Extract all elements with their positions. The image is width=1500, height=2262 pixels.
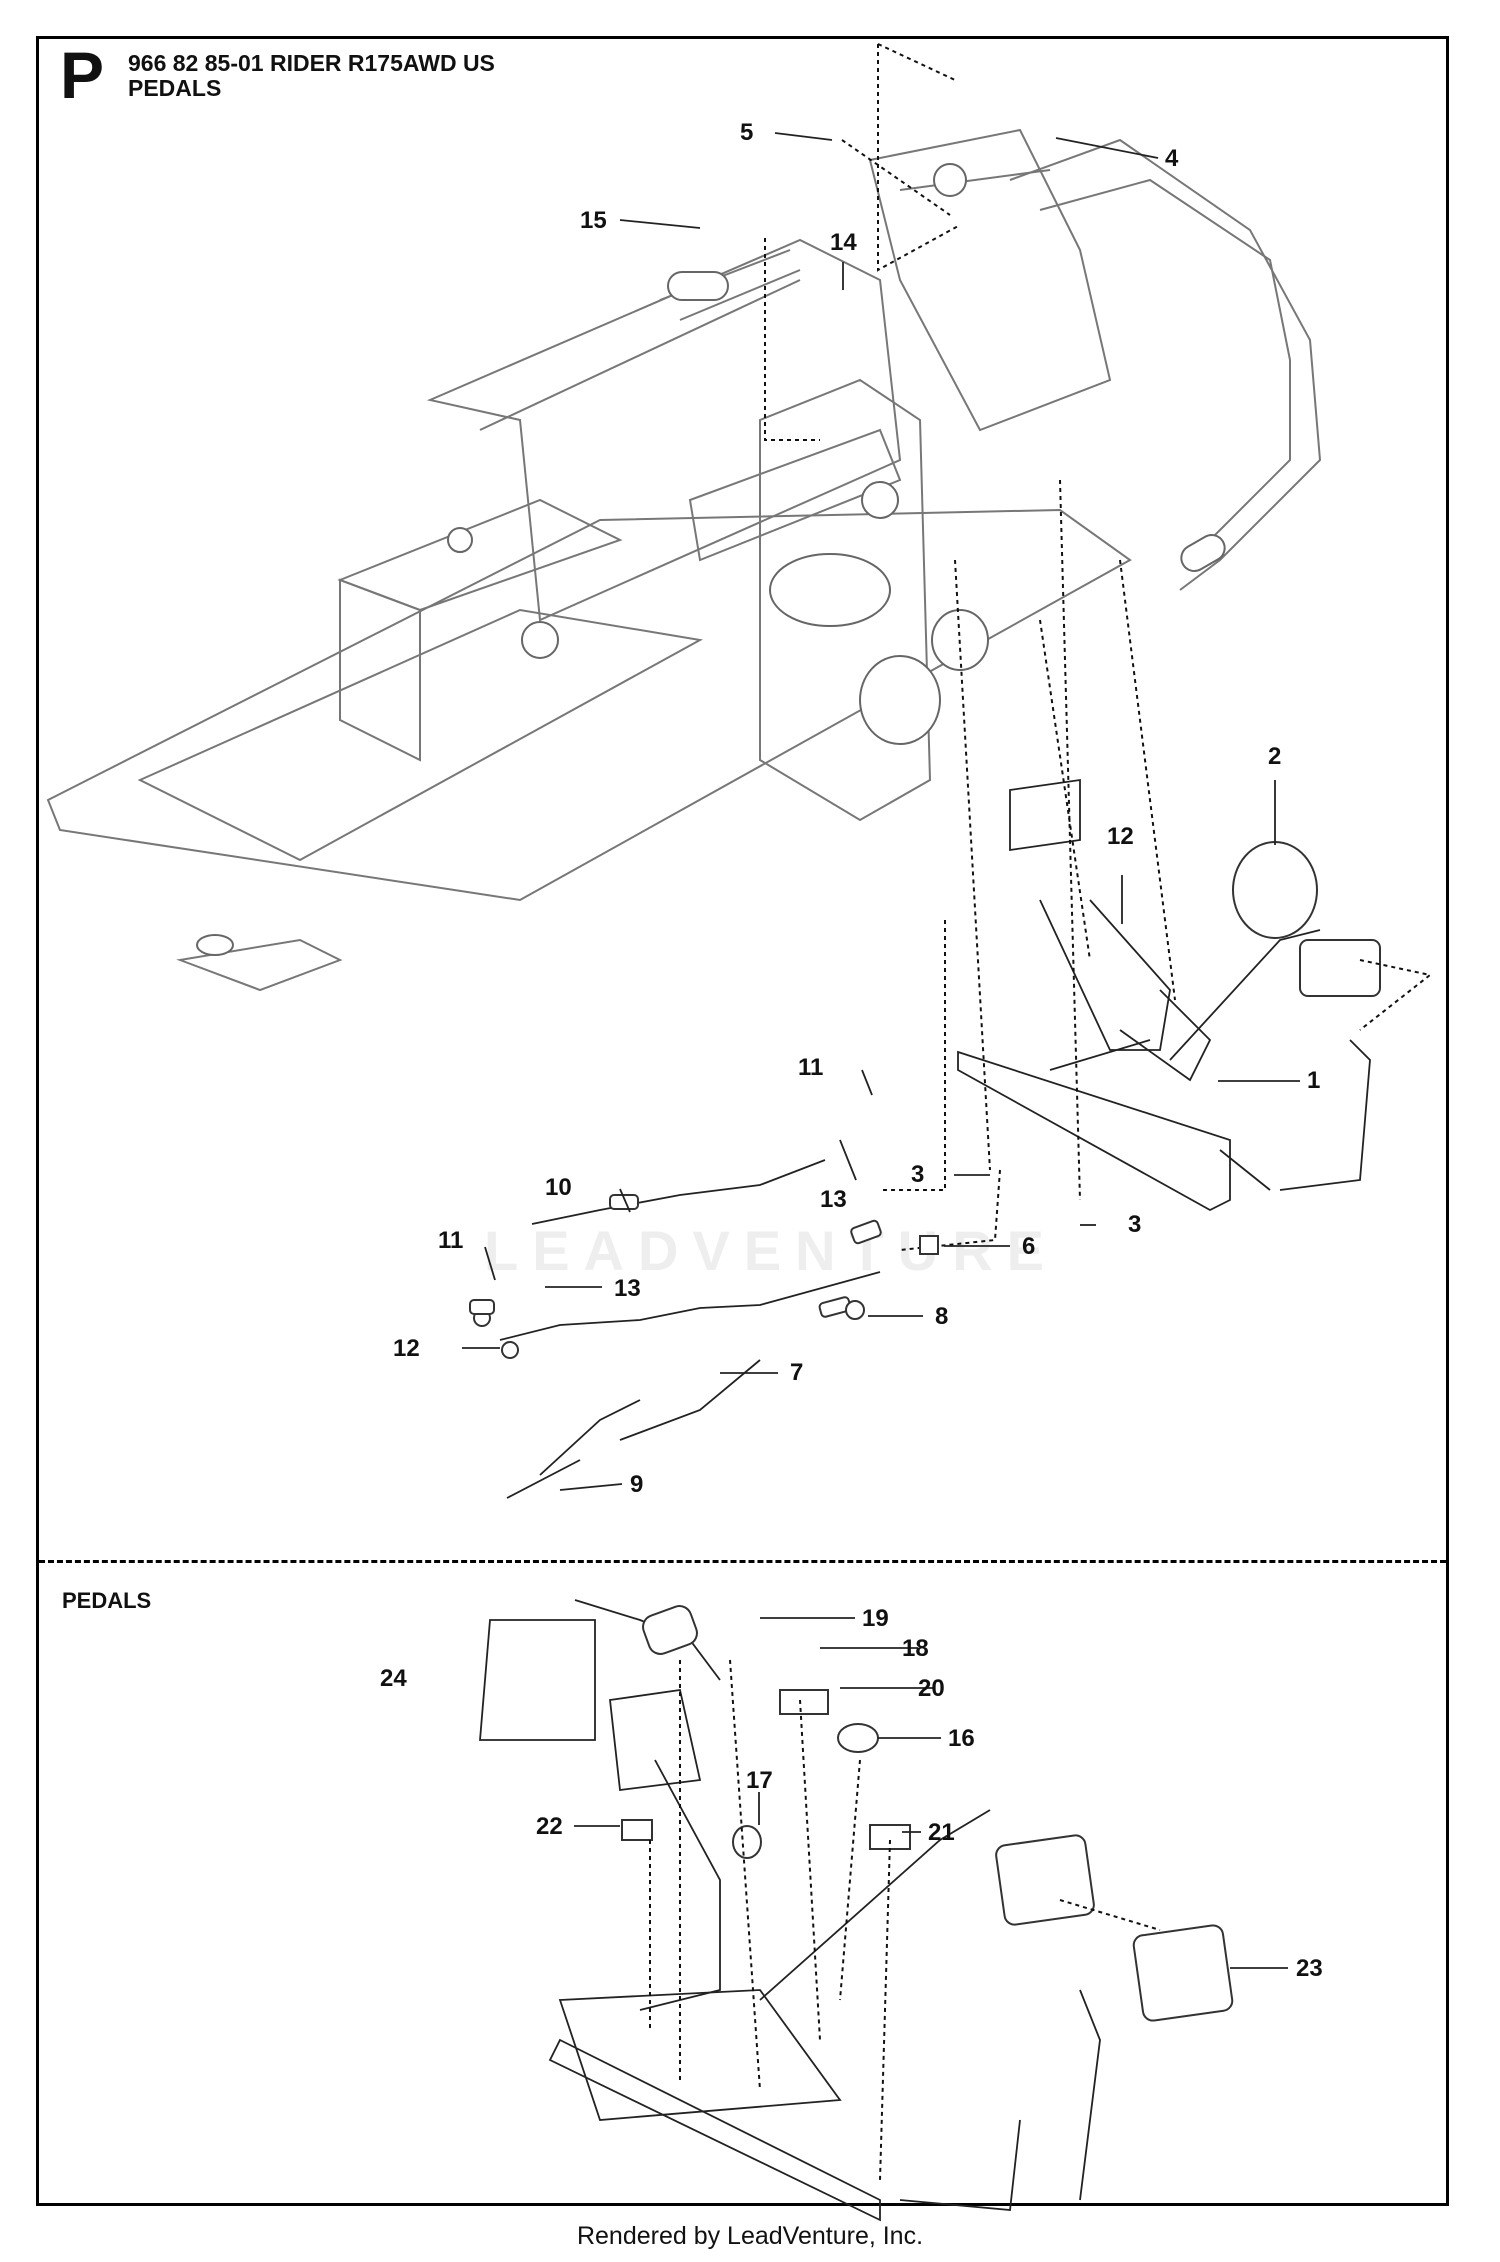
callout-19: 19 (862, 1605, 889, 1632)
callout-21: 21 (928, 1819, 955, 1846)
callout-22: 22 (536, 1813, 563, 1840)
callout-24: 24 (380, 1665, 407, 1692)
callout-20: 20 (918, 1675, 945, 1702)
callout-11a: 11 (798, 1054, 823, 1081)
watermark: LEADVENTURE (484, 1219, 1059, 1282)
callout-23: 23 (1296, 1955, 1323, 1982)
callout-9: 9 (630, 1471, 643, 1498)
callout-17: 17 (746, 1767, 773, 1794)
callout-12b: 12 (393, 1335, 420, 1362)
callout-18: 18 (902, 1635, 929, 1662)
callout-4: 4 (1165, 145, 1179, 172)
callout-15: 15 (580, 207, 607, 234)
diagram-subtitle: PEDALS (128, 75, 222, 101)
callout-5: 5 (740, 119, 753, 146)
diagram-frame (36, 36, 1449, 2206)
callout-labels: 1 2 3 3 4 5 6 7 8 9 10 11 11 12 12 13 13… (380, 119, 1323, 1982)
callout-10: 10 (545, 1174, 572, 1201)
callout-3a: 3 (911, 1161, 924, 1188)
section-letter: P (60, 38, 105, 112)
section2-title: PEDALS (62, 1588, 152, 1613)
callout-13a: 13 (820, 1186, 847, 1213)
callout-1: 1 (1307, 1067, 1320, 1094)
assembly-lines-lower (649, 1659, 1161, 2181)
rider-frame-drawing (46, 128, 1322, 992)
callout-13b: 13 (614, 1275, 641, 1302)
leader-lines (462, 132, 1300, 1969)
assembly-lines-upper (764, 43, 1433, 1251)
pedal-detail-drawing (479, 1599, 1234, 2222)
cable-parts-drawing (469, 1159, 939, 1499)
section-divider (39, 1560, 1446, 1563)
callout-16: 16 (948, 1725, 975, 1752)
footer-credit: Rendered by LeadVenture, Inc. (576, 2222, 924, 2250)
callout-12a: 12 (1107, 823, 1134, 850)
pedal-assembly-drawing (957, 778, 1381, 1212)
callout-14: 14 (830, 229, 857, 256)
callout-8: 8 (935, 1303, 948, 1330)
callout-3b: 3 (1128, 1211, 1141, 1238)
callout-7: 7 (790, 1359, 803, 1386)
callout-6: 6 (1022, 1233, 1035, 1260)
callout-11b: 11 (438, 1227, 463, 1254)
callout-2: 2 (1268, 743, 1281, 770)
diagram-title: 966 82 85-01 RIDER R175AWD US (128, 50, 495, 76)
